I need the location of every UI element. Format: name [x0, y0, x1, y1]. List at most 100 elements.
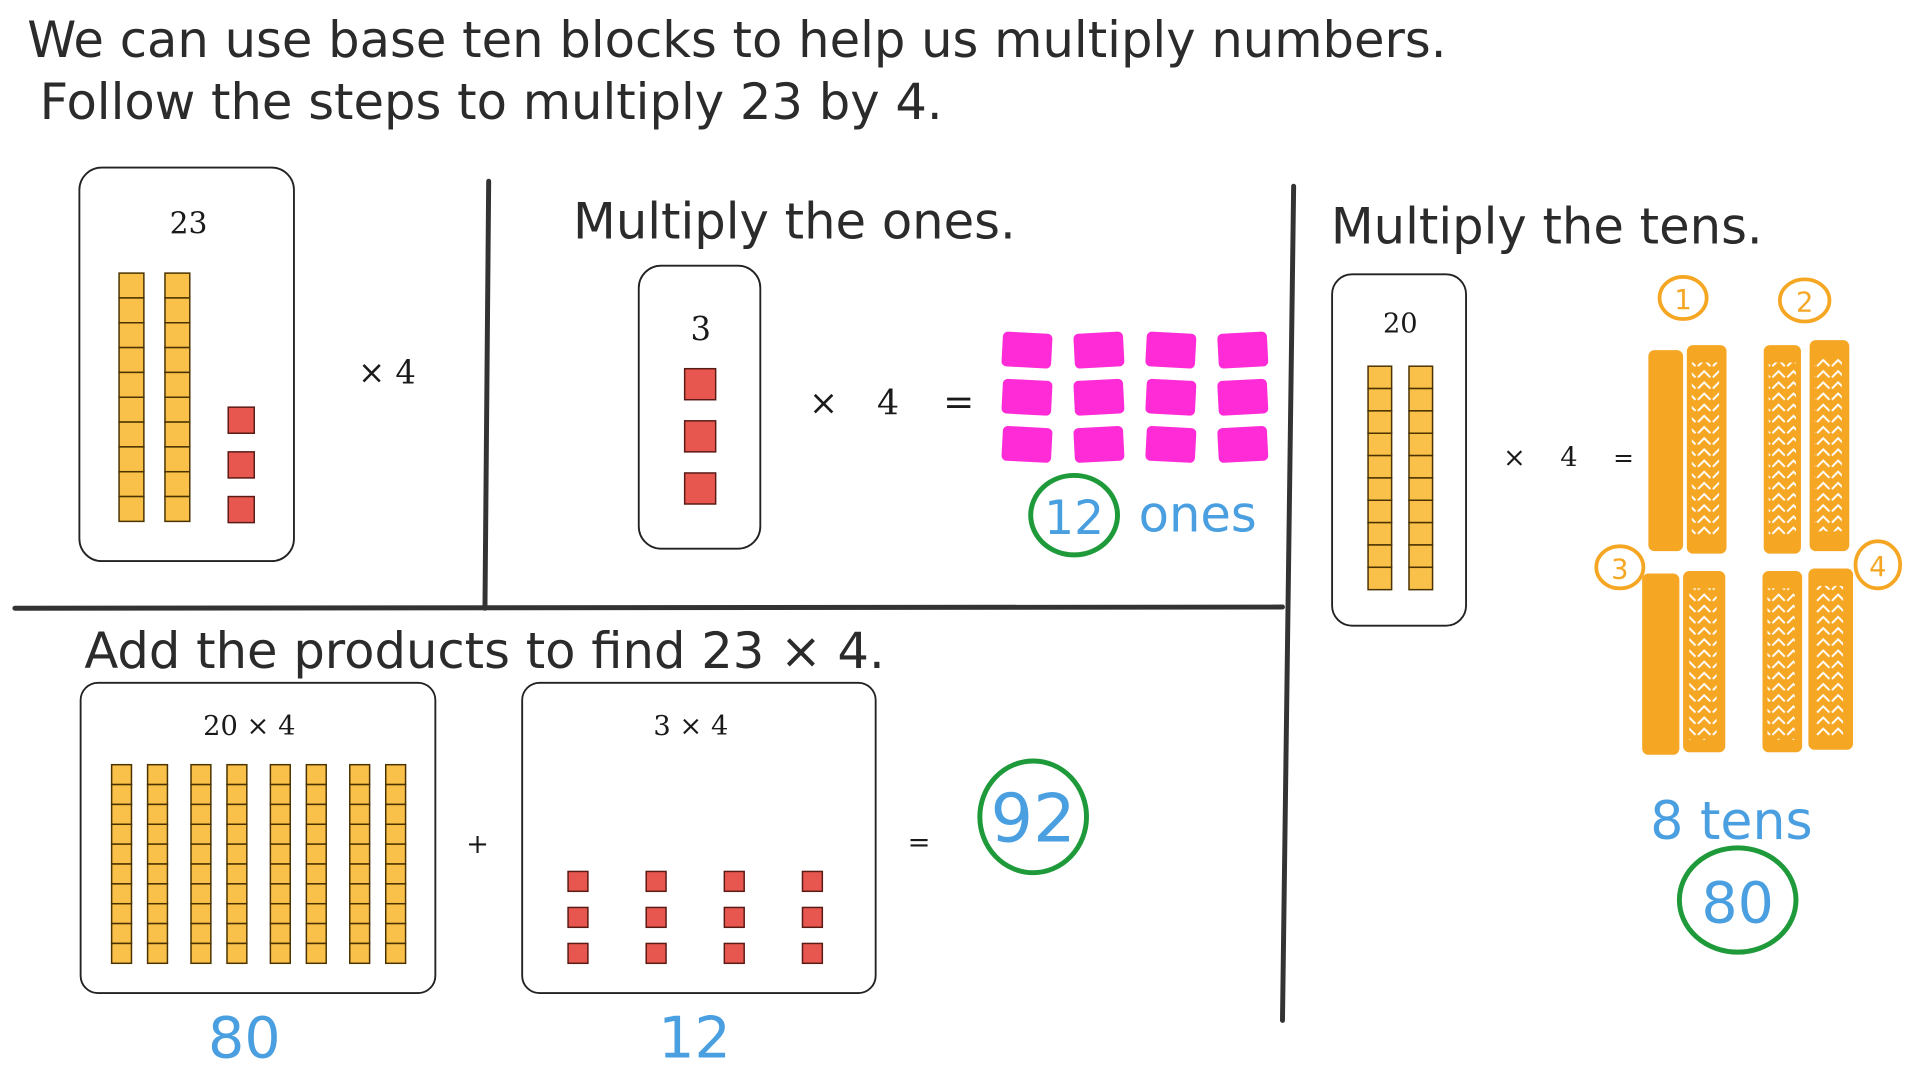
- tens-rod-cell: [146, 883, 169, 905]
- tens-rod-cell: [269, 863, 291, 885]
- ones-cube: [683, 367, 717, 401]
- times-4-label: × 4: [358, 354, 416, 392]
- tens-rod-cell: [1367, 387, 1393, 412]
- tens-rod-cell: [118, 346, 145, 374]
- tens-rod-cell: [190, 922, 212, 945]
- ones-result-unit: ones: [1139, 485, 1257, 543]
- tens-rod-cell: [110, 843, 133, 865]
- tens-rod-cell: [110, 823, 133, 845]
- tens-rods-20: [1367, 365, 1434, 591]
- ones-times-sign: ×: [809, 384, 838, 424]
- ones-cubes-12: [567, 870, 824, 965]
- ones-cube: [227, 495, 256, 524]
- panel-start: 23 × 4: [78, 166, 416, 563]
- tens-rod-cell: [110, 902, 133, 925]
- rod-scribble: [1689, 588, 1717, 740]
- tens-rod: [384, 763, 407, 965]
- tens-rod-cell: [190, 883, 212, 905]
- tens-rod-cell: [384, 863, 407, 885]
- tens-rod-cell: [190, 902, 212, 925]
- tens-rod-cell: [118, 396, 145, 423]
- tens-rod-cell: [269, 902, 291, 925]
- tens-rod-cell: [146, 922, 169, 945]
- tens-rod-cell: [1367, 454, 1393, 479]
- tens-rod-cell: [349, 783, 371, 806]
- tens-rod-cell: [118, 322, 145, 349]
- tens-rod-cell: [269, 922, 291, 945]
- tens-rod-cell: [349, 803, 371, 826]
- ones-result-number: 12: [1044, 491, 1104, 546]
- tens-rod-cell: [384, 902, 407, 925]
- tens-rod-cell: [269, 942, 291, 965]
- tens-rod: [110, 763, 133, 965]
- pink-square: [1001, 426, 1053, 463]
- tens-rod-cell: [110, 763, 133, 786]
- tens-rod-cell: [1408, 432, 1434, 457]
- tens-rod-cell: [190, 942, 212, 965]
- group-badge-circle: [1594, 544, 1646, 591]
- rod-scribble: [1815, 585, 1844, 738]
- ones-cube: [683, 472, 717, 505]
- group-badge-1: 1: [1674, 285, 1691, 316]
- tens-rod-cell: [1367, 432, 1393, 457]
- tens-rod-cell: [1367, 521, 1393, 546]
- card-20x4: [79, 681, 437, 995]
- tens-rod-cell: [164, 495, 191, 523]
- tens-result-circle: [1676, 845, 1799, 955]
- ones-cube: [723, 906, 745, 929]
- tens-rod-cell: [269, 823, 291, 845]
- rod-scribble: [1767, 588, 1795, 740]
- tens-rod-cell: [226, 843, 248, 865]
- tens-rod-cell: [190, 763, 212, 786]
- orange-tens-rods: [1642, 340, 1854, 755]
- tens-rods-80: [110, 763, 407, 965]
- ones-cube: [567, 870, 589, 893]
- tens-rod-cell: [164, 272, 191, 299]
- tens-rod-cell: [305, 902, 327, 925]
- tens-rod: [305, 763, 327, 965]
- group-badge-2: 2: [1796, 288, 1813, 319]
- pink-square: [1145, 426, 1197, 463]
- tens-rod-cell: [164, 322, 191, 349]
- tens-rod-cell: [146, 863, 169, 885]
- tens-rod: [164, 272, 191, 523]
- tens-rod-cell: [384, 783, 407, 806]
- tens-rod: [1367, 365, 1393, 591]
- tens-rod-cell: [269, 763, 291, 786]
- pink-square: [1073, 426, 1125, 463]
- add-title: Add the products to find 23 × 4.: [84, 622, 884, 680]
- tens-rod-cell: [1367, 499, 1393, 524]
- ones-multiplier: 4: [877, 384, 899, 424]
- ones-title: Multiply the ones.: [573, 192, 1016, 250]
- tens-rod-cell: [349, 902, 371, 925]
- tens-rod-cell: [146, 843, 169, 865]
- tens-rod-cell: [164, 297, 191, 324]
- tens-rod: [349, 763, 371, 965]
- tens-rod-cell: [305, 922, 327, 945]
- tens-rod-cell: [164, 470, 191, 498]
- tens-rod: [269, 763, 291, 965]
- tens-rod: [190, 763, 212, 965]
- tens-rod-cell: [226, 863, 248, 885]
- card-3: [637, 264, 762, 550]
- card-3x4: [521, 681, 877, 995]
- pink-square: [1217, 331, 1269, 369]
- tens-rod-cell: [118, 272, 145, 299]
- ones-cubes-3: [683, 367, 717, 505]
- tens-rod-cell: [226, 883, 248, 905]
- tens-rod-cell: [118, 297, 145, 324]
- tens-rod: [1408, 365, 1434, 591]
- tens-rod-cell: [146, 823, 169, 845]
- tens-rod-cell: [118, 495, 145, 523]
- tens-rod-cell: [1367, 544, 1393, 569]
- orange-rod-group-2: [1763, 340, 1850, 554]
- ones-cube: [645, 942, 667, 965]
- tens-rod-cell: [146, 942, 169, 965]
- tens-rod-cell: [349, 883, 371, 905]
- tens-rod-cell: [190, 823, 212, 845]
- tens-rod-cell: [349, 823, 371, 845]
- rod-scribble: [1691, 362, 1720, 537]
- tens-rod-cell: [118, 421, 145, 448]
- tens-rod-cell: [1408, 477, 1434, 502]
- group-number-badges: 1 2 3 4: [1594, 274, 1903, 591]
